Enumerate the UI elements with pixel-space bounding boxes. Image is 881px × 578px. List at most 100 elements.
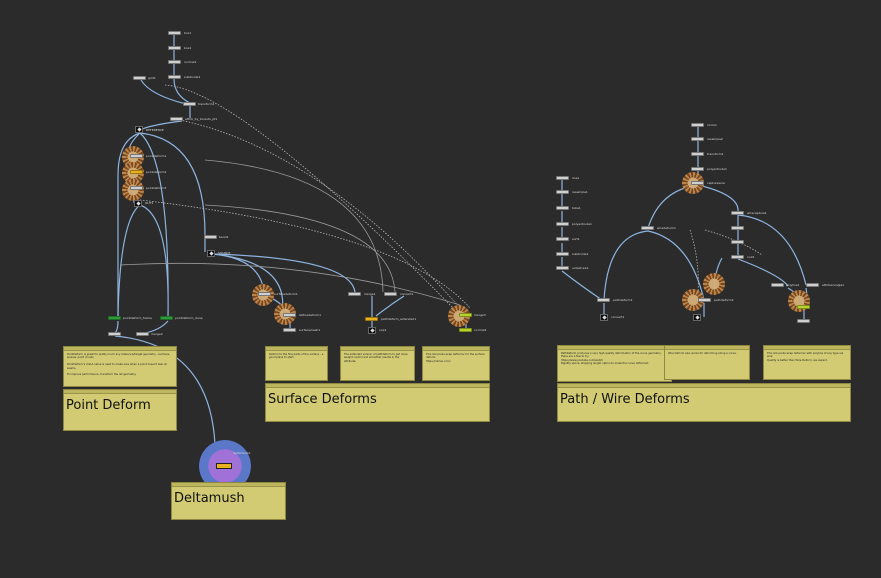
network-node[interactable] (130, 186, 143, 190)
section-title-note[interactable]: Path / Wire Deforms (557, 383, 851, 422)
network-node[interactable] (258, 292, 271, 296)
network-node[interactable] (348, 292, 361, 296)
sticky-note[interactable]: This link parks wrap deformer for the su… (422, 346, 490, 381)
node-label: surfacedeform1 (274, 292, 298, 296)
network-node[interactable] (170, 117, 183, 121)
node-label: transform1 (707, 152, 724, 156)
node-label: pointdeform_close (175, 316, 203, 320)
network-node[interactable] (183, 102, 196, 106)
flag-icon[interactable] (693, 314, 701, 321)
node-label: convert1 (400, 292, 414, 296)
node-label: merge3 (474, 313, 486, 317)
network-node[interactable] (691, 152, 704, 156)
network-node[interactable] (459, 313, 472, 317)
network-node[interactable] (136, 332, 149, 336)
network-node[interactable] (731, 226, 744, 230)
node-label: sort1 (572, 237, 580, 241)
network-node[interactable] (556, 252, 569, 256)
sticky-note[interactable]: Wire Deform also works for deforming alo… (664, 345, 750, 380)
network-node[interactable] (384, 292, 397, 296)
network-node[interactable] (691, 123, 704, 127)
network-node[interactable] (731, 255, 744, 259)
node-label: wiredeform1 (657, 226, 676, 230)
network-node[interactable] (283, 328, 296, 332)
node-label: transform1 (198, 102, 215, 106)
network-node[interactable] (691, 167, 704, 171)
network-node[interactable] (556, 176, 569, 180)
network-node[interactable] (556, 222, 569, 226)
network-node[interactable] (168, 75, 181, 79)
section-title: Deltamush (174, 491, 245, 506)
network-node[interactable] (556, 237, 569, 241)
flag-icon[interactable] (368, 327, 376, 334)
node-label: resample2 (707, 137, 723, 141)
node-label: REFERENCE (146, 128, 164, 132)
node-label: deltamush1 (233, 451, 251, 455)
network-node[interactable] (731, 240, 744, 244)
node-label: line1 (572, 176, 580, 180)
sticky-note[interactable]: This link parks wrap deformer with polyl… (763, 345, 851, 380)
section-title-note[interactable]: Surface Deforms (265, 383, 490, 422)
sticky-note[interactable]: The extended version of pathdeform to ge… (340, 346, 415, 381)
sticky-note[interactable]: PointDeform is great for pretty much any… (63, 346, 177, 387)
node-label: box1 (184, 31, 192, 35)
network-node[interactable] (731, 211, 744, 215)
flag-icon[interactable] (207, 250, 215, 257)
node-label: normal2 (474, 328, 487, 332)
network-node[interactable] (797, 319, 810, 323)
network-node[interactable] (168, 31, 181, 35)
section-title-note[interactable]: Deltamush (171, 482, 286, 520)
section-title: Point Deform (66, 398, 151, 413)
network-node[interactable] (130, 170, 143, 174)
section-title: Path / Wire Deforms (560, 392, 690, 407)
gear-icon (703, 273, 725, 295)
node-label: bend1 (219, 235, 229, 239)
section-title-note[interactable]: Point Deform (63, 389, 177, 431)
network-node[interactable] (168, 60, 181, 64)
node-label: merge1 (364, 292, 376, 296)
node-label: subdivide1 (184, 75, 201, 79)
network-node[interactable] (133, 76, 146, 80)
sticky-note[interactable]: Deform to the fine parts of the surface … (265, 346, 328, 381)
node-label: OUT1 (145, 201, 154, 205)
network-node[interactable] (160, 316, 173, 320)
gear-icon (122, 179, 144, 201)
node-label: grid1 (148, 76, 156, 80)
network-node[interactable] (556, 266, 569, 270)
network-node[interactable] (108, 316, 121, 320)
note-text: The extended version of pathdeform to ge… (344, 353, 409, 363)
network-node[interactable] (698, 298, 711, 302)
node-label: surfacemesh1 (299, 328, 321, 332)
network-node[interactable] (691, 181, 704, 185)
node-label: wirecapture1 (747, 211, 767, 215)
network-node[interactable] (556, 190, 569, 194)
node-label: capturewire (707, 181, 725, 185)
network-node[interactable] (797, 305, 810, 309)
network-node[interactable] (204, 235, 217, 239)
network-node[interactable] (806, 283, 819, 287)
flag-icon[interactable] (600, 314, 608, 321)
network-node[interactable] (365, 317, 378, 321)
node-label: pathdeform1 (613, 298, 633, 302)
section-title: Surface Deforms (268, 392, 377, 407)
sticky-note[interactable]: PathDeform produces a very high quality … (557, 345, 672, 382)
deltamush-node[interactable] (216, 463, 232, 469)
flag-icon[interactable] (134, 200, 142, 207)
network-node[interactable] (108, 332, 121, 336)
network-node[interactable] (283, 313, 296, 317)
node-label: polyextrude1 (572, 222, 592, 226)
network-node[interactable] (459, 328, 472, 332)
network-node[interactable] (168, 46, 181, 50)
network-node[interactable] (691, 137, 704, 141)
flag-icon[interactable] (135, 126, 143, 133)
network-node[interactable] (597, 298, 610, 302)
network-node[interactable] (130, 154, 143, 158)
node-label: subdivide1 (572, 252, 589, 256)
network-node[interactable] (556, 206, 569, 210)
network-node[interactable] (641, 226, 654, 230)
node-label: merge2 (151, 332, 163, 336)
network-node[interactable] (771, 283, 784, 287)
node-label: attribwrangle1 (822, 283, 845, 287)
